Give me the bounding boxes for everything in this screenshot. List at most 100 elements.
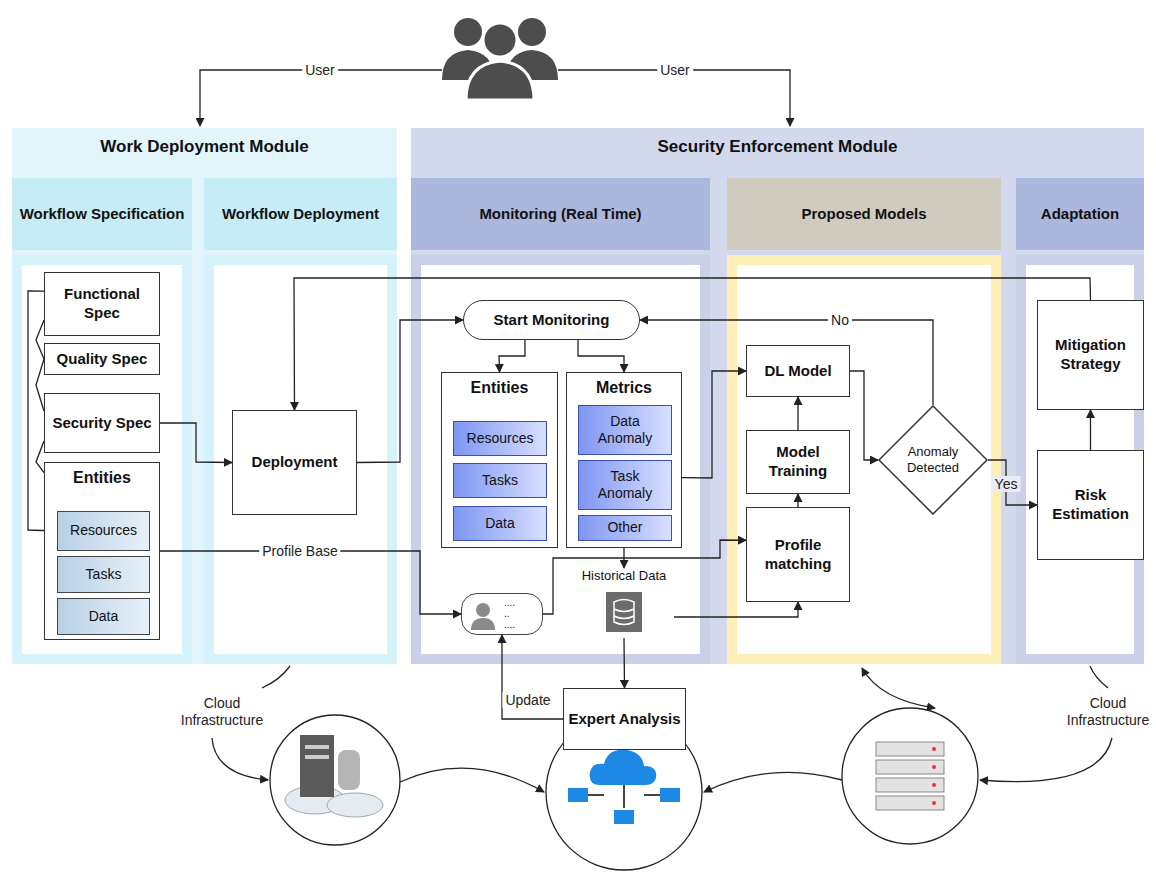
node-text: Start Monitoring [494, 311, 610, 330]
node-text: Resources [467, 430, 534, 448]
entity-box: Tasks [57, 556, 150, 593]
node-text: Workflow Deployment [204, 178, 397, 250]
decision-diamond: Anomaly Detected [878, 405, 988, 515]
node-text: Tasks [86, 566, 122, 584]
spec-box: Security Spec [44, 393, 160, 453]
diamond-shape [879, 406, 987, 514]
process-box: Mitigation Strategy [1037, 300, 1144, 410]
node-text: Data [89, 608, 119, 626]
node-text: Deployment [252, 453, 338, 472]
connector [543, 540, 746, 614]
process-box: Deployment [232, 410, 357, 515]
users-icon [442, 18, 558, 100]
node-text: Historical Data [574, 568, 674, 583]
node-text: Metrics [596, 378, 652, 398]
connector [160, 551, 461, 614]
node-text: Work Deployment Module [12, 128, 397, 157]
node-text: Proposed Models [727, 178, 1001, 250]
user-line [200, 70, 442, 126]
connector [36, 320, 44, 359]
node-text: Workflow Specification [12, 178, 192, 250]
person-icon [468, 600, 498, 630]
metrics-box: MetricsData AnomalyTask AnomalyOther [566, 372, 682, 548]
entity-box: Resources [57, 511, 150, 551]
connector [1090, 410, 1091, 450]
column-band: Workflow DeploymentDeployment [204, 178, 397, 664]
entity-box: Resources [453, 421, 547, 456]
entity-box: Data [57, 598, 150, 635]
node-text: Security Spec [52, 414, 151, 433]
node-text: Tasks [482, 472, 518, 490]
edge-label: No [828, 312, 852, 328]
server-cloud-icon [285, 735, 383, 817]
node-text: Data Anomaly [583, 413, 667, 448]
cloud-circle [842, 708, 978, 844]
person-body [471, 618, 495, 630]
metric-box: Data Anomaly [578, 405, 672, 455]
entity-box: Data [453, 506, 547, 541]
node-text: Task Anomaly [583, 468, 667, 503]
node-text: Resources [70, 522, 137, 540]
connector [36, 441, 44, 473]
node-text: Expert Analysis [569, 710, 681, 729]
entity-box: Tasks [453, 463, 547, 498]
start-pill: Start Monitoring [463, 300, 640, 340]
server-rack-icon [876, 742, 944, 810]
connector [674, 602, 798, 617]
node-text: Functional Spec [49, 285, 155, 323]
node-text: Security Enforcement Module [411, 128, 1144, 157]
node-text: Other [607, 519, 642, 537]
node-text: Monitoring (Real Time) [411, 178, 710, 250]
node-text: Adaptation [1016, 178, 1144, 250]
node-text: Data [485, 515, 515, 533]
dots-column: .......... [504, 597, 515, 630]
column-band: Monitoring (Real Time) Start MonitoringEn… [411, 178, 710, 664]
database-cylinder [614, 600, 634, 625]
entities-box: EntitiesResourcesTasksData [44, 462, 160, 640]
metric-box: Other [578, 515, 672, 541]
connector [578, 340, 624, 372]
connector [682, 371, 746, 478]
node-text: .... [504, 619, 515, 630]
database-symbol [606, 592, 642, 632]
node-text: Risk Estimation [1042, 486, 1139, 524]
free-label: User [302, 62, 338, 78]
database-icon: Historical Data [574, 568, 674, 638]
node-text: Anomaly Detected [898, 444, 968, 475]
process-box: Expert Analysis [563, 688, 686, 750]
node-text: Model Training [751, 443, 845, 481]
cloud-circle [270, 715, 400, 845]
connector [160, 423, 232, 463]
person-head [476, 603, 490, 617]
free-label: Cloud Infrastructure [1060, 695, 1156, 729]
edge-label: Yes [992, 476, 1021, 492]
connector [988, 460, 1037, 505]
node-text: DL Model [764, 362, 831, 381]
connector [623, 548, 624, 568]
node-text: Quality Spec [57, 350, 148, 369]
connector [640, 320, 933, 405]
user-line [558, 70, 790, 126]
connector [797, 494, 798, 507]
node-text: .. [504, 608, 515, 619]
connector [623, 638, 625, 688]
edge-label: Profile Base [259, 543, 340, 559]
spec-box: Functional Spec [44, 272, 160, 336]
connector [850, 371, 878, 460]
profile-icon: .......... [461, 593, 543, 635]
column-band: Proposed Models DL ModelModel TrainingPro… [727, 178, 1001, 664]
entities-box: EntitiesResourcesTasksData [441, 372, 558, 548]
node-text: Mitigation Strategy [1042, 336, 1139, 374]
edge-label: Update [502, 692, 553, 708]
node-text: Entities [73, 468, 131, 488]
metric-box: Task Anomaly [578, 460, 672, 510]
node-text: Profile matching [751, 536, 845, 574]
module-band: Security Enforcement ModuleMonitoring (R… [411, 128, 1144, 664]
database-body [606, 592, 642, 632]
node-text: Entities [471, 378, 529, 398]
cloud-network-icon [568, 750, 680, 824]
process-box: Risk Estimation [1037, 450, 1144, 560]
module-band: Work Deployment ModuleWorkflow Specifica… [12, 128, 397, 664]
process-box: Profile matching [746, 507, 850, 602]
